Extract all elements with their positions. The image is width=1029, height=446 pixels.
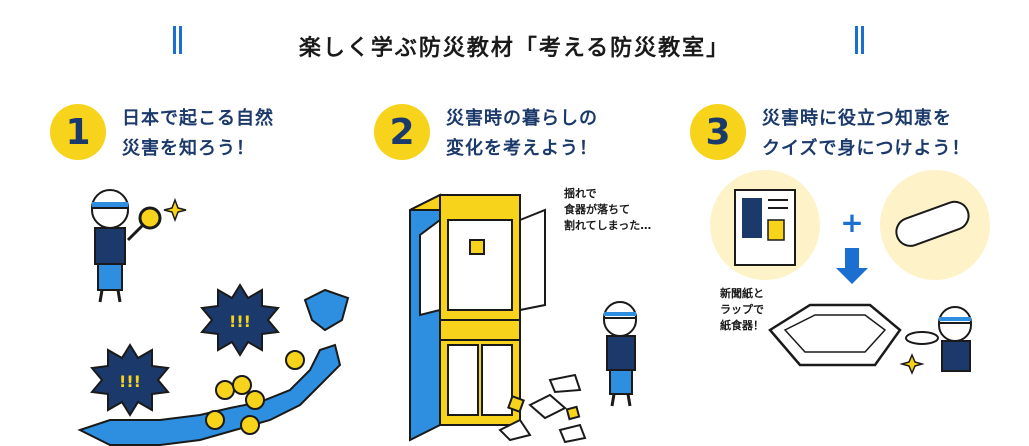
- title-bar-right-icon: [855, 26, 865, 54]
- plus-icon: +: [840, 206, 863, 239]
- child-body: [94, 227, 126, 265]
- sparkle-icon: [163, 197, 187, 223]
- cup-icon: [469, 239, 485, 255]
- section-title: 災害時に役立つ知恵を クイズで身につけよう！: [762, 108, 971, 159]
- page-header: 楽しく学ぶ防災教材「考える防災教室」: [0, 0, 1029, 80]
- section-number: 2: [374, 104, 430, 160]
- section-2: 2 災害時の暮らしの 変化を考えよう！ 揺れで 食器が落ちて 割れてしまった…: [370, 90, 690, 444]
- alert-burst-icon: [90, 343, 170, 417]
- page-title: 楽しく学ぶ防災教材「考える防災教室」: [298, 36, 731, 61]
- alert-mark: !!!: [119, 372, 141, 391]
- illustration-caption: 揺れで 食器が落ちて 割れてしまった…: [564, 187, 652, 232]
- wrap-roll-icon: [895, 200, 970, 247]
- down-arrow-icon: [836, 248, 868, 284]
- magnifier-icon: [138, 206, 162, 230]
- alert-mark: !!!: [229, 312, 251, 331]
- section-number: 3: [690, 104, 746, 160]
- child-body: [606, 335, 636, 371]
- japan-map-shape: [77, 343, 342, 446]
- section-1: 1 日本で起こる自然 災害を知ろう！ !!! !!!: [40, 90, 360, 446]
- broken-dishes-icon: [409, 193, 638, 444]
- section-title: 災害時の暮らしの 変化を考えよう！: [446, 108, 598, 159]
- hokkaido-shape: [303, 288, 350, 332]
- japan-map-alert-icon: !!! !!!: [77, 189, 350, 446]
- broken-shard-icons: [498, 373, 587, 444]
- small-alert-icons: [205, 350, 305, 435]
- child-body: [941, 340, 971, 372]
- cabinet-door: [419, 218, 441, 317]
- title-bar-left-icon: [173, 26, 183, 54]
- sparkle-icon: [899, 353, 925, 375]
- illustration-caption: 新聞紙と ラップで 紙食器！: [720, 287, 764, 332]
- newspaper-wrap-icon: +: [710, 170, 990, 375]
- section-title: 日本で起こる自然 災害を知ろう！: [122, 108, 274, 159]
- section-3: 3 災害時に役立つ知恵を クイズで身につけよう！ 新聞紙と ラップで 紙食器！ …: [690, 90, 1020, 440]
- cabinet-door: [519, 208, 546, 312]
- section-number: 1: [50, 104, 106, 160]
- alert-burst-icon: [200, 283, 280, 357]
